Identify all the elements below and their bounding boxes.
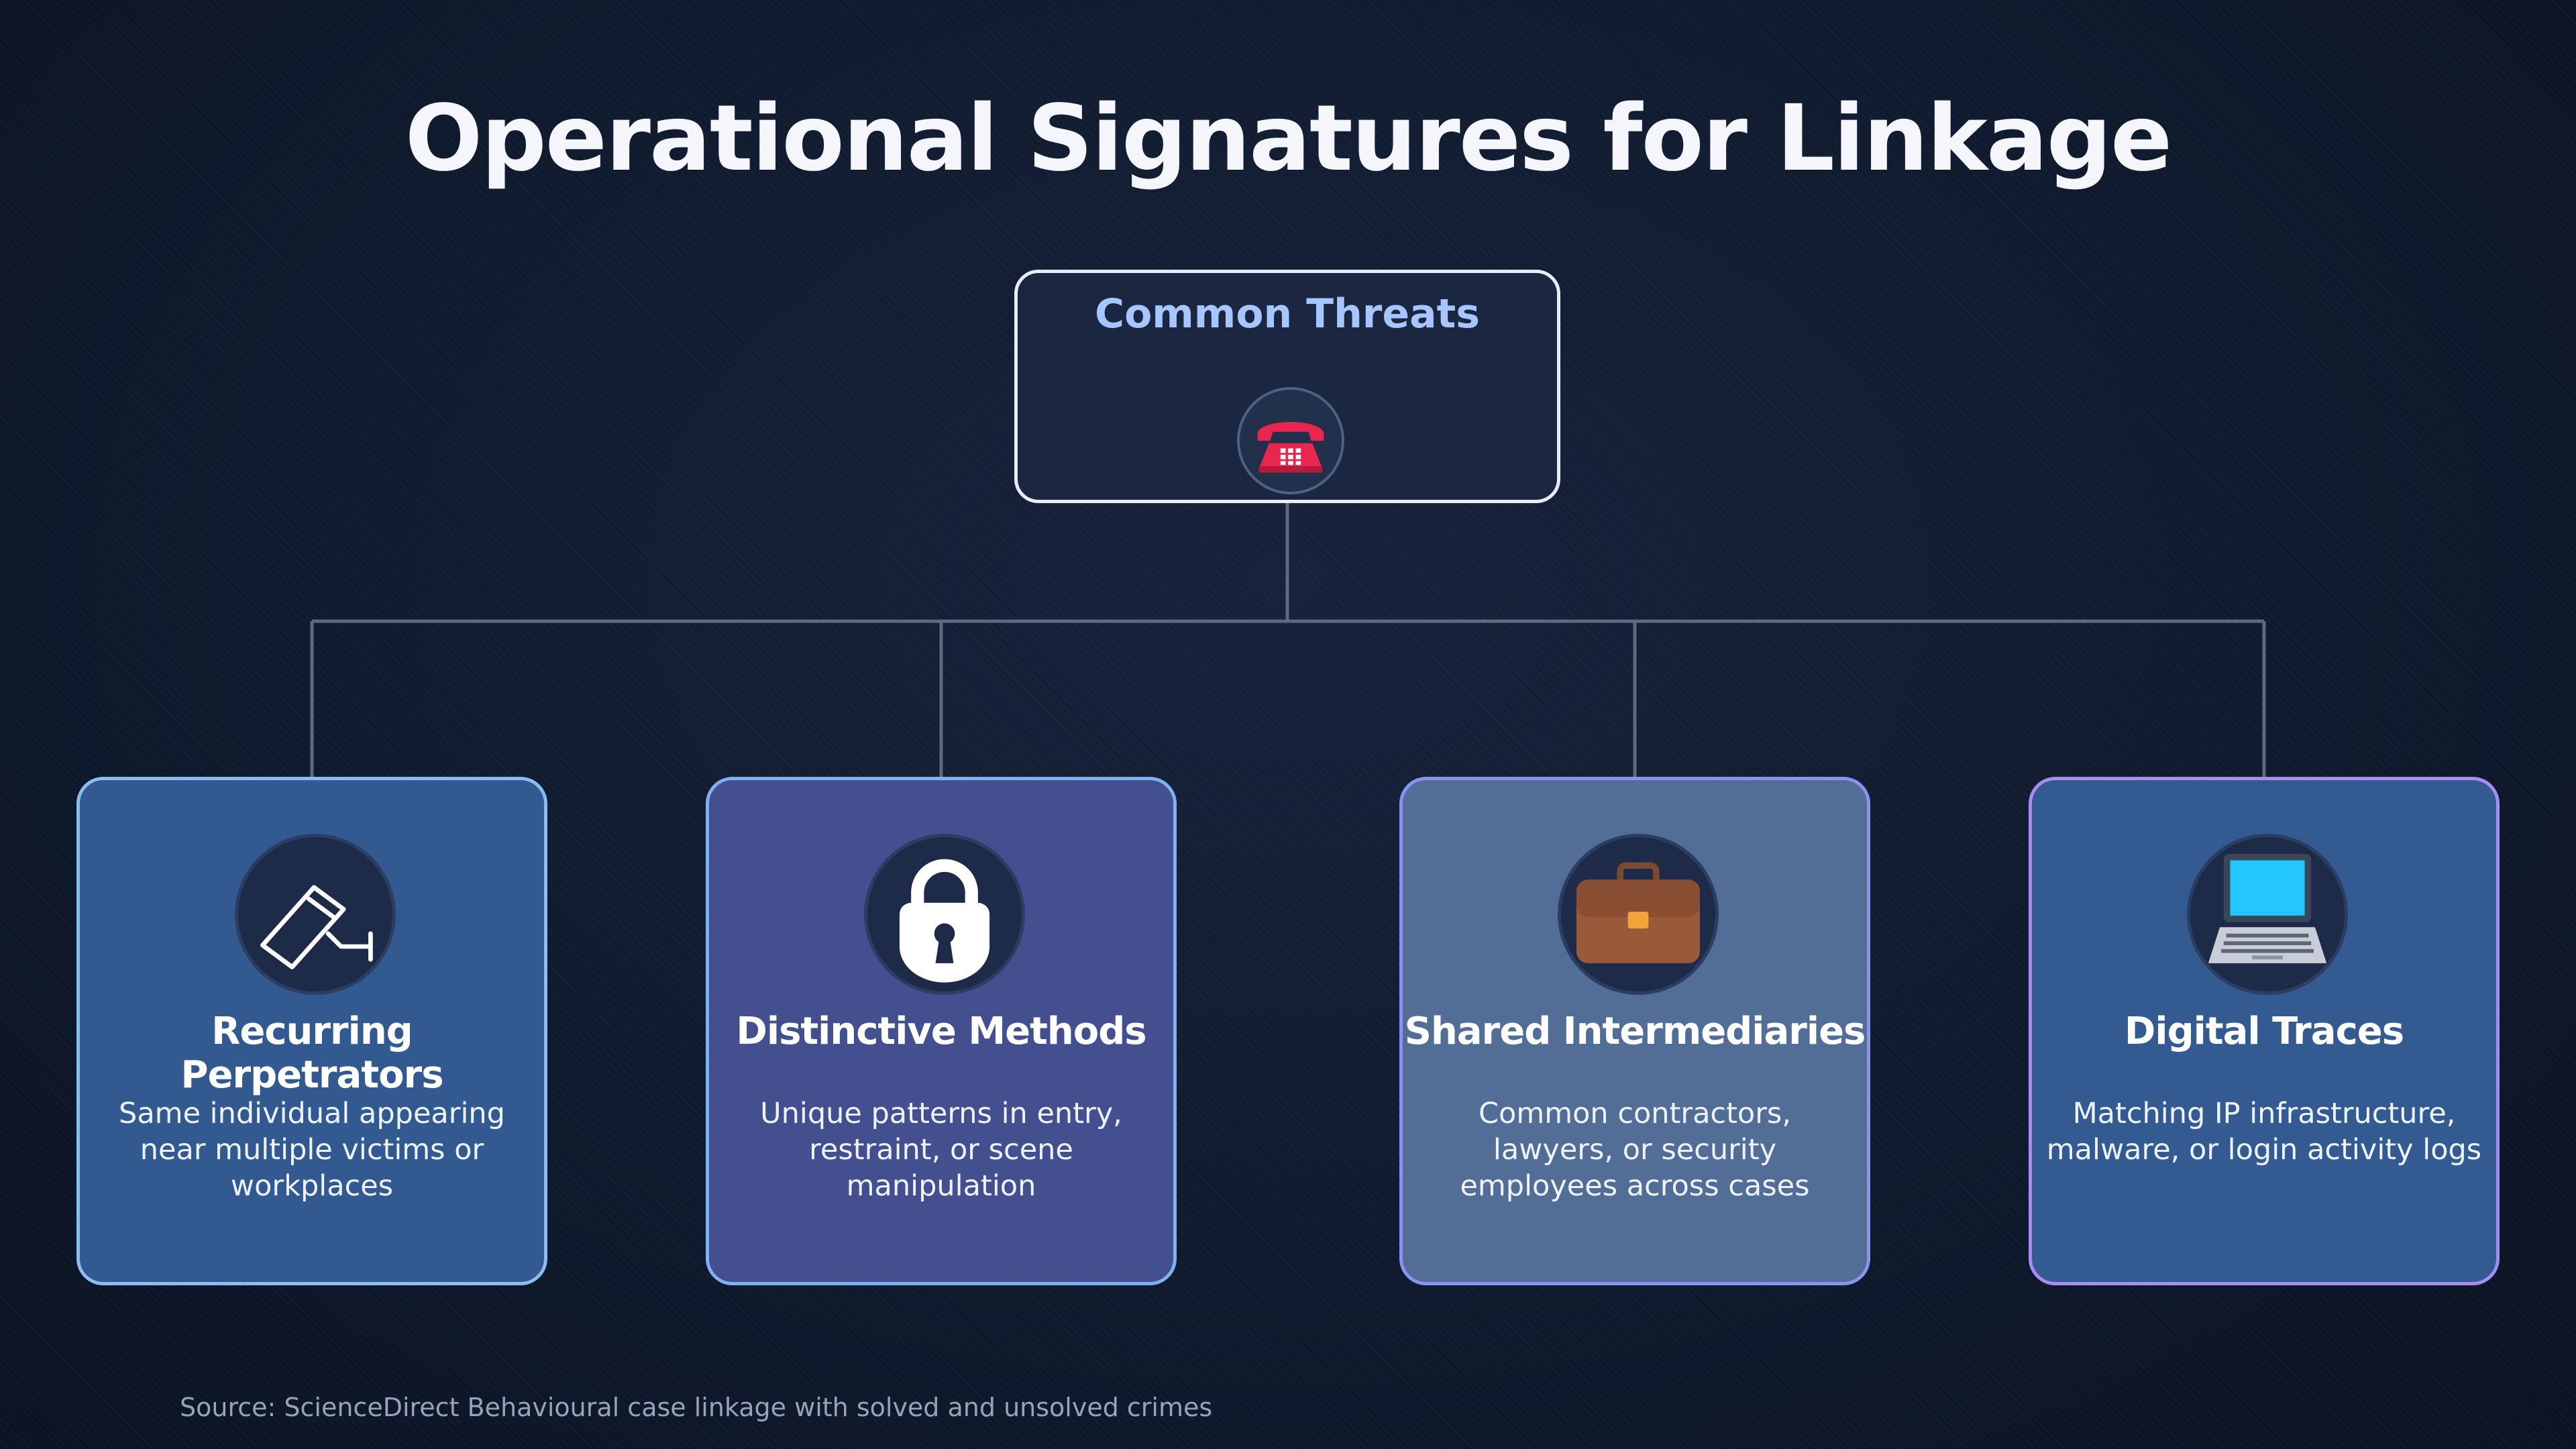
- card-description: Same individual appearing near multiple …: [119, 1097, 505, 1203]
- briefcase-icon: [1558, 834, 1719, 995]
- root-node-common-threats: Common Threats: [1014, 270, 1560, 503]
- card-title: Recurring Perpetrators: [180, 1010, 443, 1097]
- card-description: Matching IP infrastructure, malware, or …: [2046, 1097, 2482, 1167]
- laptop-icon: [2187, 834, 2348, 995]
- padlock-icon: [864, 834, 1025, 995]
- card-shared-intermediaries: Shared Intermediaries Common contractors…: [1399, 777, 1870, 1285]
- root-node-label: Common Threats: [1095, 290, 1480, 337]
- card-title: Shared Intermediaries: [1404, 1010, 1866, 1053]
- page-title: Operational Signatures for Linkage: [405, 86, 2173, 192]
- card-recurring-perpetrators: Recurring Perpetrators Same individual a…: [76, 777, 547, 1285]
- card-description: Common contractors, lawyers, or security…: [1460, 1097, 1810, 1203]
- card-distinctive-methods: Distinctive Methods Unique patterns in e…: [706, 777, 1177, 1285]
- card-description: Unique patterns in entry, restraint, or …: [760, 1097, 1122, 1203]
- card-title: Digital Traces: [2124, 1010, 2404, 1053]
- card-title: Distinctive Methods: [736, 1010, 1146, 1053]
- card-digital-traces: Digital Traces Matching IP infrastructur…: [2029, 777, 2500, 1285]
- source-citation: Source: ScienceDirect Behavioural case l…: [180, 1393, 1213, 1422]
- surveillance-camera-icon: [235, 834, 396, 995]
- telephone-icon: [1237, 387, 1344, 494]
